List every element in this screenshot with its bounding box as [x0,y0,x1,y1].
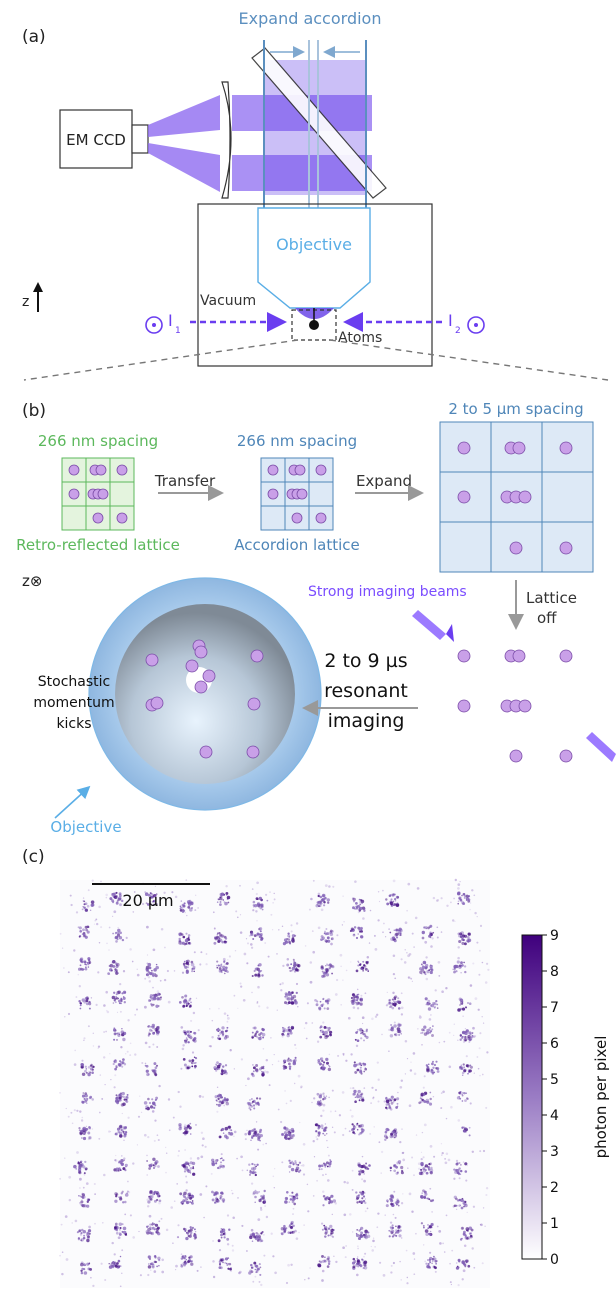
objective-top-label: Objective [50,818,121,836]
expand-accordion-label: Expand accordion [239,9,382,28]
z-axis-label: z [22,294,29,310]
imaging-label-3: imaging [328,710,405,732]
camera-label: EM CCD [66,131,126,149]
beam-left-label: I [168,311,173,330]
objective-top-view [88,577,322,811]
z-axis-out-label: z⊗ [22,572,42,590]
kicks-label-1: Stochastic [38,674,110,690]
colorbar-tick-label: 7 [550,1000,559,1016]
colorbar-tick-label: 6 [550,1036,559,1052]
colorbar-tick-label: 4 [550,1108,559,1124]
colorbar-tick-label: 2 [550,1180,559,1196]
zoom-line-left [23,339,299,381]
colorbar-tick-label: 8 [550,964,559,980]
colorbar-tick-label: 0 [550,1252,559,1268]
vacuum-chamber [197,203,433,367]
objective-label: Objective [276,235,352,254]
strong-beam-upper [412,610,446,640]
colorbar-label: photon per pixel [592,1036,610,1159]
colorbar [521,934,543,1260]
kicks-label-2: momentum [33,695,114,711]
panel-a-label: (a) [22,27,46,47]
panel-b-label: (b) [22,401,46,421]
lattice-off-label-2: off [537,609,557,627]
colorbar-tick-label: 1 [550,1216,559,1232]
atoms-label: Atoms [338,330,382,346]
beam-left-subscript: 1 [175,326,181,336]
free-atoms [457,649,573,763]
retro-reflected-lattice [61,457,135,531]
camera-lens-mount [131,124,149,154]
accordion-lattice-label: Accordion lattice [234,536,359,554]
zoom-line-right [329,339,609,381]
beam-right-label: I [448,311,453,330]
objective-body [257,207,371,309]
expanded-lattice [439,421,594,573]
fluorescence-image [60,880,490,1288]
beam-right-dot [474,323,478,327]
colorbar-tick-label: 3 [550,1144,559,1160]
colorbar-ticks: 0 1 2 3 4 5 6 7 8 9 [542,928,559,1268]
camera-body [59,109,133,169]
atom-fluorescence-spots [59,878,490,1288]
transfer-label: Transfer [154,472,216,490]
beam-upper-fan [148,95,220,137]
strong-beams-label: Strong imaging beams [308,584,467,600]
kicks-label-3: kicks [56,716,91,732]
beam-right-direction [467,316,485,334]
panel-c-label: (c) [22,847,45,867]
beam-right-subscript: 2 [455,326,461,336]
strong-beam-upper-head [446,624,454,642]
blue-spacing-label: 266 nm spacing [237,432,357,450]
imaging-lens [221,81,232,199]
scale-bar-label: 20 µm [122,891,173,910]
retro-lattice-label: Retro-reflected lattice [16,536,180,554]
green-spacing-label: 266 nm spacing [38,432,158,450]
beam-left-dot [152,323,156,327]
accordion-lattice [260,457,334,531]
z-axis-arrowhead [33,282,43,292]
objective-pointer [54,785,91,819]
vacuum-label: Vacuum [200,293,256,309]
colorbar-tick-label: 9 [550,928,559,944]
colorbar-tick-label: 5 [550,1072,559,1088]
imaging-label-1: 2 to 9 µs [324,650,407,672]
large-spacing-label: 2 to 5 µm spacing [448,400,583,418]
imaging-label-2: resonant [324,680,408,702]
strong-beam-lower [586,732,616,762]
expand-label: Expand [356,472,412,490]
beam-lower-fan [148,143,220,192]
lattice-off-label-1: Lattice [526,589,577,607]
beam-left-direction [145,316,163,334]
